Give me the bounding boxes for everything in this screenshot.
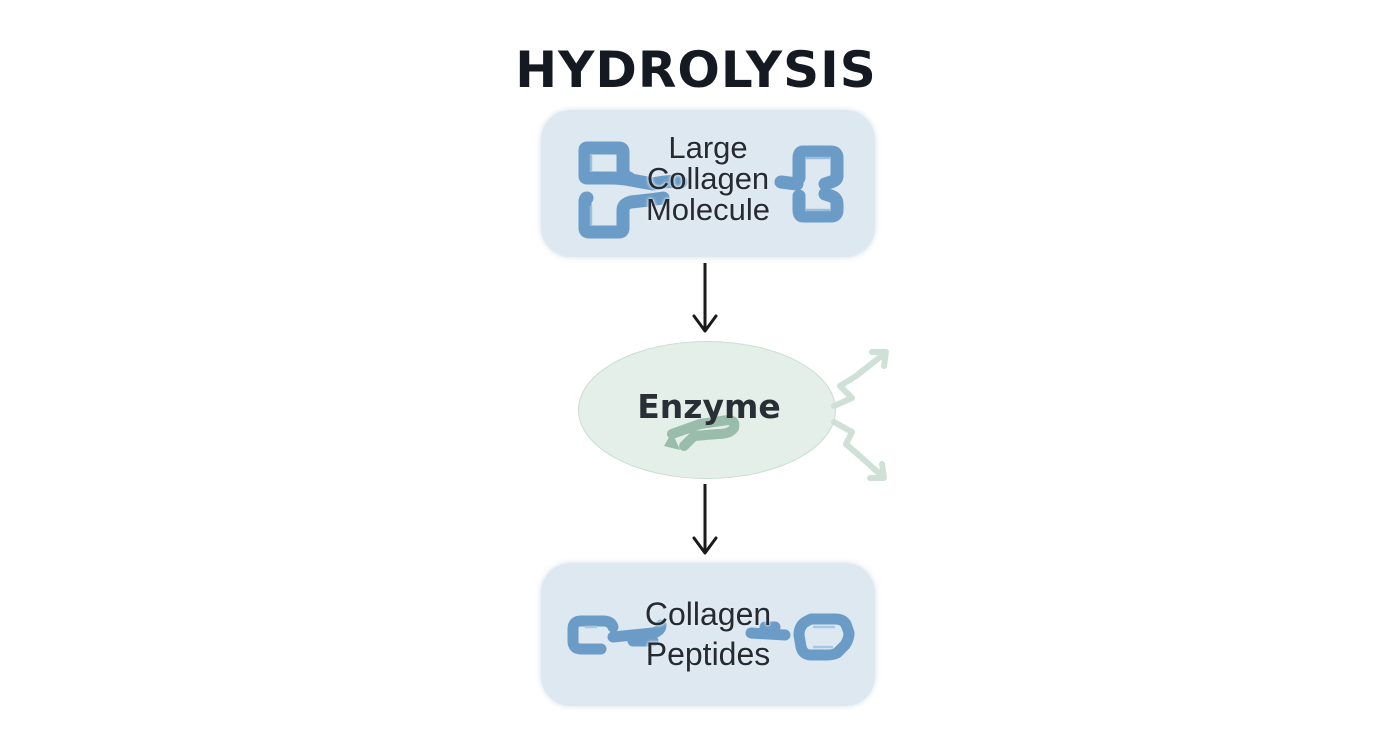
label-line-collagen: Collagen xyxy=(646,161,770,196)
arrow-top-to-enzyme xyxy=(692,263,718,333)
enzyme-node xyxy=(578,341,836,479)
branch-arrows-icon xyxy=(831,349,889,481)
collagen-peptides-label: Collagen Peptides xyxy=(541,594,875,674)
peptide-chain-icon xyxy=(567,613,855,661)
large-collagen-molecule-node: Large Collagen Molecule xyxy=(541,110,875,257)
diagram-title: HYDROLYSIS xyxy=(515,41,877,99)
arrow-enzyme-to-bottom xyxy=(692,484,718,555)
collagen-peptides-node: Collagen Peptides xyxy=(541,563,875,706)
label-line-collagen-2: Collagen xyxy=(644,596,772,632)
large-collagen-molecule-label: Large Collagen Molecule xyxy=(541,132,875,225)
label-line-peptides: Peptides xyxy=(645,636,771,672)
label-line-molecule: Molecule xyxy=(645,192,771,227)
label-line-large: Large xyxy=(668,130,748,165)
enzyme-label: Enzyme xyxy=(637,387,781,426)
collagen-chain-icon xyxy=(578,141,844,239)
